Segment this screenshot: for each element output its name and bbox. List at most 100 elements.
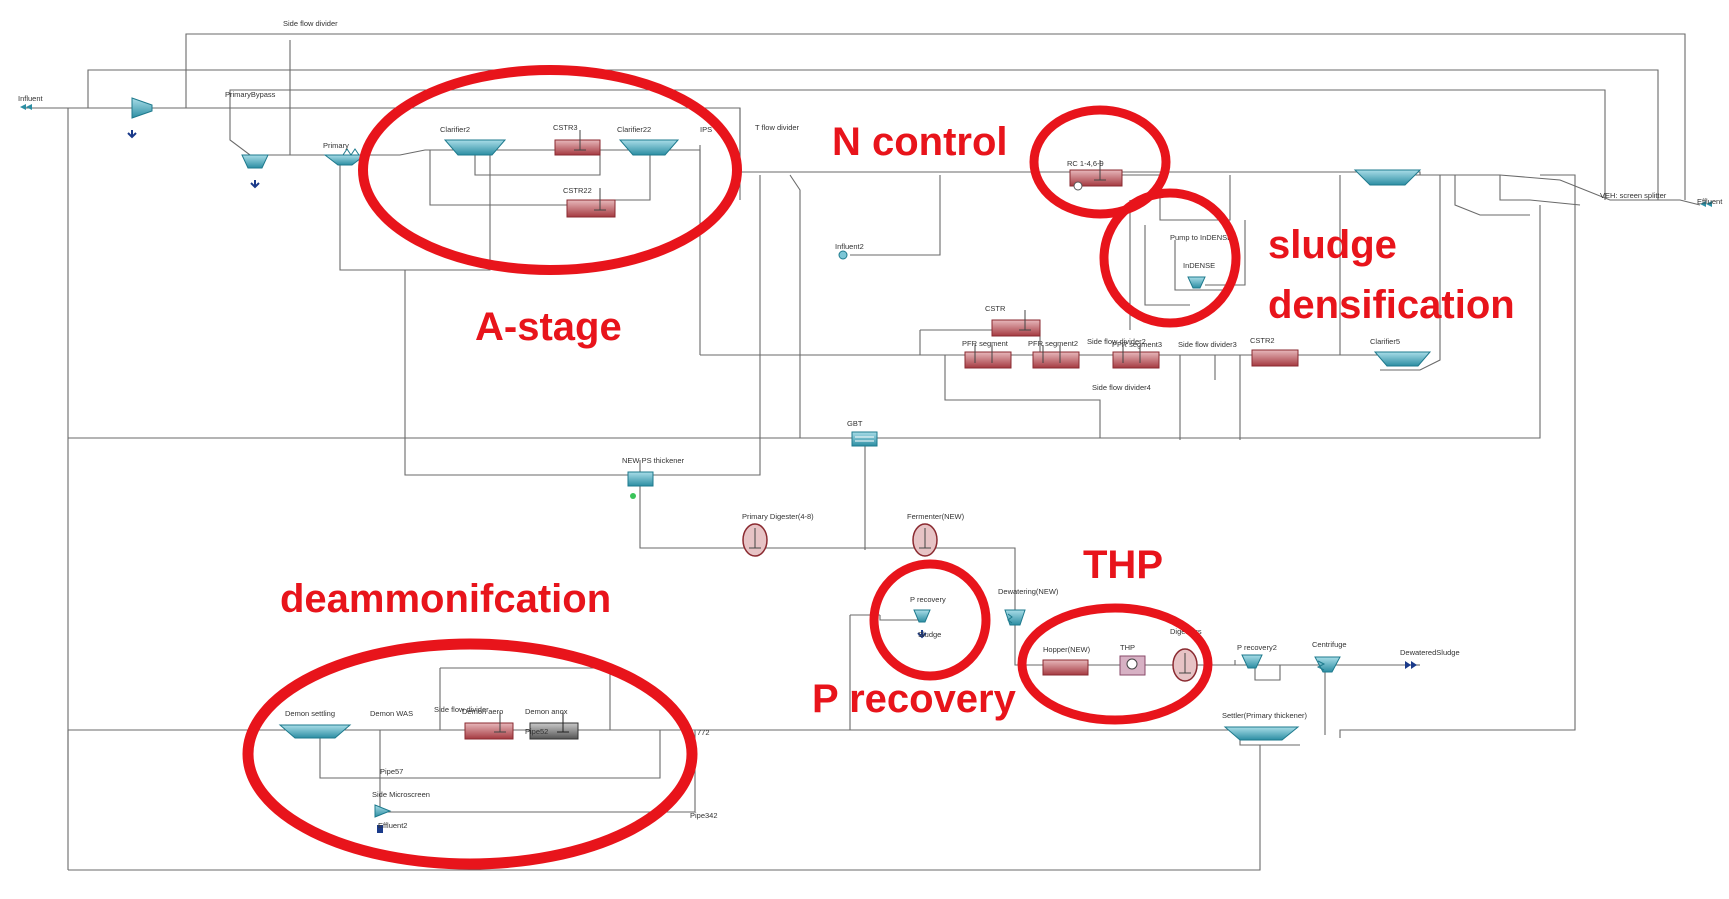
screen-splitter-icon[interactable] <box>127 97 153 139</box>
dewatered-label: DewateredSludge <box>1400 648 1460 657</box>
primary-bypass-label: PrimaryBypass <box>225 90 276 99</box>
fermenter-label: Fermenter(NEW) <box>907 512 965 521</box>
pipe342-label: Pipe342 <box>690 811 718 820</box>
influent2-icon[interactable] <box>838 250 848 260</box>
demon-settling-label: Demon settling <box>285 709 335 718</box>
clarifier2-icon[interactable] <box>443 139 507 156</box>
dewatered-sludge-icon[interactable] <box>1405 661 1417 669</box>
new-ps-label: NEW PS thickener <box>622 456 685 465</box>
demon-anox-label: Demon anox <box>525 707 568 716</box>
thp-annotation: THP <box>1083 543 1163 587</box>
p-recovery-unit-label: P recovery <box>910 595 946 604</box>
deammonification-annotation: deammonifcation <box>280 577 611 621</box>
a-stage-annotation: A-stage <box>475 305 622 349</box>
demon-aero-label: Demon aero <box>462 707 503 716</box>
demon-anox-reactor[interactable] <box>529 712 579 740</box>
grit-tank-icon[interactable] <box>241 154 269 189</box>
primary-label: Primary <box>323 141 349 150</box>
pfr1-label: PFR segment <box>962 339 1009 348</box>
veh-label: VEH: screen splitter <box>1600 191 1667 200</box>
thp-unit-label: THP <box>1120 643 1135 652</box>
flow-divider-label: T flow divider <box>755 123 800 132</box>
dewatering-icon[interactable] <box>1004 609 1026 626</box>
centrifuge-label: Centrifuge <box>1312 640 1347 649</box>
demon-settling-icon[interactable] <box>278 724 352 739</box>
ips-label: IPS <box>700 125 712 134</box>
digesters-icon[interactable] <box>1172 648 1198 682</box>
rc-label: RC 1-4,6-9 <box>1067 159 1104 168</box>
a-stage-ellipse <box>358 65 742 275</box>
cstr2-label: CSTR2 <box>1250 336 1275 345</box>
p-recovery2-label: P recovery2 <box>1237 643 1277 652</box>
clarifier5-icon[interactable] <box>1373 351 1432 367</box>
settler-icon[interactable] <box>1223 726 1300 741</box>
settler-label: Settler(Primary thickener) <box>1222 711 1308 720</box>
n772-label: 772 <box>697 728 710 737</box>
effluent-icon[interactable] <box>1700 201 1712 207</box>
demon-aero-reactor[interactable] <box>464 712 514 740</box>
side-microscreen-icon[interactable] <box>374 804 392 833</box>
clarifier-top-right-icon[interactable] <box>1353 169 1422 186</box>
pipe57-label: Pipe57 <box>380 767 403 776</box>
gbt-icon[interactable] <box>851 431 878 447</box>
sfd3-label: Side flow divider3 <box>1178 340 1237 349</box>
primary-digester-icon[interactable] <box>742 523 768 557</box>
sfd4-label: Side flow divider4 <box>1092 383 1151 392</box>
side-microscreen-label: Side Microscreen <box>372 790 430 799</box>
pfr-segment3-reactor[interactable] <box>1112 345 1160 369</box>
indense-icon[interactable] <box>1187 276 1206 289</box>
fermenter-icon[interactable] <box>912 523 938 557</box>
demon-was-label: Demon WAS <box>370 709 413 718</box>
hopper-label: Hopper(NEW) <box>1043 645 1091 654</box>
densification-annotation: densification <box>1268 283 1515 327</box>
influent-label: Influent <box>18 94 44 103</box>
sludge-densification-ellipse <box>1099 188 1241 328</box>
pfr3-label: PFR segment3 <box>1112 340 1162 349</box>
cstr2-reactor[interactable] <box>1251 349 1299 367</box>
hopper-reactor[interactable] <box>1042 659 1089 676</box>
sfd2-label: Side flow divider2 <box>1087 337 1146 346</box>
thp-unit-icon[interactable] <box>1119 655 1146 676</box>
influent-icon[interactable] <box>20 104 32 110</box>
influent2-label: Influent2 <box>835 242 864 251</box>
clarifier22-label: Clarifier22 <box>617 125 651 134</box>
primary-clarifier-icon[interactable] <box>323 148 367 166</box>
clarifier5-label: Clarifier5 <box>1370 337 1400 346</box>
clarifier2-label: Clarifier2 <box>440 125 470 134</box>
thp-ellipse <box>1017 603 1213 725</box>
cstr-label: CSTR <box>985 304 1006 313</box>
sludge-annotation: sludge <box>1268 223 1397 267</box>
cstr22-reactor[interactable] <box>566 188 616 218</box>
pipe52-label: Pipe52 <box>525 727 548 736</box>
gbt-label: GBT <box>847 419 863 428</box>
centrifuge-icon[interactable] <box>1314 656 1341 673</box>
cstr22-label: CSTR22 <box>563 186 592 195</box>
primary-digester-label: Primary Digester(4-8) <box>742 512 814 521</box>
pump-indense-label: Pump to InDENSE <box>1170 233 1232 242</box>
sfd-demon-label: Side flow divider <box>434 705 489 714</box>
p-recovery-annotation: P recovery <box>812 677 1017 721</box>
cstr3-reactor[interactable] <box>554 130 601 156</box>
annotation-ellipses <box>242 65 1241 870</box>
new-ps-thickener-icon[interactable] <box>627 471 654 499</box>
effluent2-label: Effluent2 <box>378 821 407 830</box>
n-control-annotation: N control <box>832 120 1008 164</box>
rc-reactor[interactable] <box>1069 160 1123 191</box>
n-control-ellipse <box>1029 105 1171 219</box>
cstr-reactor[interactable] <box>991 310 1041 337</box>
p-recovery-icon[interactable] <box>913 609 931 639</box>
p-recovery2-icon[interactable] <box>1241 654 1263 669</box>
pfr-segment-reactor[interactable] <box>964 345 1012 369</box>
cstr3-label: CSTR3 <box>553 123 578 132</box>
sludge-label: Sludge <box>918 630 941 639</box>
indense-label: InDENSE <box>1183 261 1215 270</box>
effluent-label: Effluent <box>1697 197 1723 206</box>
pfr2-label: PFR segment2 <box>1028 339 1078 348</box>
pfr-segment2-reactor[interactable] <box>1032 345 1080 369</box>
p-recovery-ellipse <box>869 559 991 681</box>
side-flow-divider-label: Side flow divider <box>283 19 338 28</box>
dewatering-label: Dewatering(NEW) <box>998 587 1059 596</box>
clarifier22-icon[interactable] <box>618 139 680 156</box>
deammonification-ellipse <box>242 638 698 870</box>
